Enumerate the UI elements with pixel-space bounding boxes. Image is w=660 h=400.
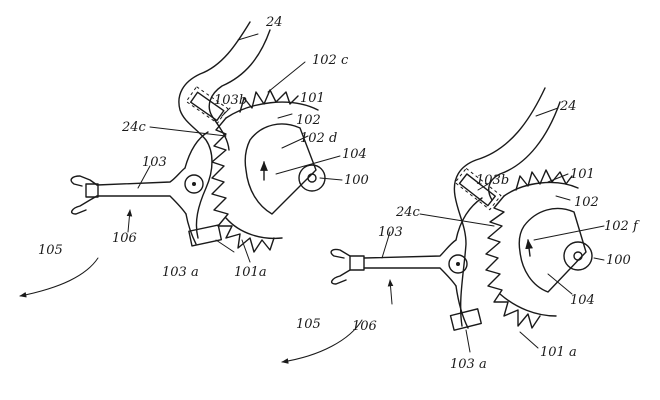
label-104-right: 104 [570,293,595,308]
lever-103-body-right [455,197,483,329]
leader-24c [149,126,227,137]
label-106: 106 [112,231,137,246]
label-102c: 102 c [312,53,349,68]
leader-102c [267,61,306,93]
escape-wheel-inner-right [518,207,587,293]
label-102: 102 [296,113,321,128]
leader-101a-right [519,331,539,349]
leader-104-right [547,273,573,295]
plate-24-outline-right [453,87,546,327]
label-100: 100 [344,173,369,188]
leader-24-right [535,107,559,117]
escape-wheel-arbor-right [563,241,593,271]
leader-102-right [555,195,571,201]
label-106-right: 106 [352,319,377,334]
leader-102f-right [533,225,605,241]
leader-100-right [593,257,605,261]
label-24-right: 24 [559,99,577,114]
pallet-stone-103a [188,224,223,247]
label-103a-right: 103 a [450,357,487,372]
leader-24 [237,33,259,41]
arrow-105-right [281,319,363,364]
rotation-arrow-right [525,239,533,257]
lever-103-fork-right [330,248,351,285]
leader-103a [215,239,235,253]
pallet-stone-103b-right-inner [458,173,496,207]
leader-103b [221,107,231,117]
right-mechanism: 24 103b 101 102 24c 102 f 103 100 104 10… [281,87,640,372]
label-101a: 101a [234,265,267,280]
leader-100 [319,177,343,181]
leader-101-right [547,173,569,183]
label-101-right: 101 [570,167,595,182]
escape-wheel-101-rim [225,101,319,240]
label-104: 104 [342,147,367,162]
arrow-106-right [387,279,394,305]
lever-103-arm-right [363,239,457,287]
escape-wheel-arbor-center [307,173,317,183]
lever-103-arm [96,167,187,215]
label-103b: 103b [214,93,247,108]
label-100-right: 100 [606,253,631,268]
left-mechanism: 24 102 c 103b 101 24c 102 102 d 104 103 … [19,15,369,298]
pallet-stone-103a-right [449,308,482,331]
label-103: 103 [142,155,167,170]
escape-wheel-arbor-center-right [573,251,583,261]
label-102d: 102 d [300,131,337,146]
label-105-right: 105 [296,317,321,332]
leader-24c-right [419,213,495,227]
pallet-stone-103b-right [454,167,502,211]
leader-103b-right [477,183,489,191]
leader-103-right [381,231,391,259]
label-103-right: 103 [378,225,403,240]
lever-103-fork [70,175,98,215]
label-101: 101 [300,91,325,106]
leader-103a-right [465,329,471,353]
label-105: 105 [38,243,63,258]
label-102f-right: 102 f [604,219,640,234]
label-103b-right: 103b [476,173,509,188]
escape-wheel-101-teeth-right [485,169,573,329]
leader-104 [275,155,341,175]
lever-pivot-right [448,254,468,274]
arrow-105 [19,257,99,298]
label-24: 24 [265,15,283,30]
label-103a: 103 a [162,265,199,280]
plate-24-outline-right-inner [488,101,561,201]
label-102-right: 102 [574,195,599,210]
label-24c-right: 24c [395,205,421,220]
escape-wheel-inner [244,123,317,215]
plate-24-outline-inner [208,29,271,151]
lever-103-impulse-pin [85,183,99,198]
lever-pivot [184,174,204,194]
leader-102 [277,113,293,119]
leader-103 [137,165,151,189]
leader-101a [241,239,251,263]
lever-103-impulse-pin-right [349,255,365,271]
pallet-stone-103b-inner [189,91,225,122]
plate-24-outline [178,21,251,239]
leader-102d [281,135,309,149]
label-24c: 24c [121,120,147,135]
arrow-106 [126,209,133,233]
escape-wheel-101-teeth [211,89,299,253]
lever-pivot-center [192,182,196,186]
lever-pivot-center-right [456,262,460,266]
pallet-stone-103b [185,86,229,124]
label-101a-right: 101 a [540,345,577,360]
